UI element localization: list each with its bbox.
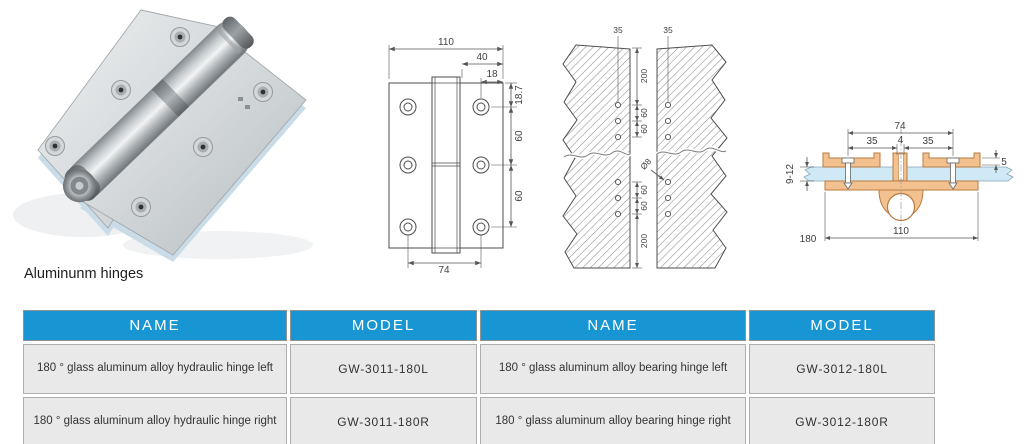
dim-35-left-label: 35 [866,136,878,147]
dim-35-right-label: 35 [922,136,934,147]
dim-35-right-label: 35 [663,25,673,35]
mounting-holes [614,101,672,218]
dim-110-label: 110 [893,226,909,237]
knuckle-details [432,77,460,253]
dim-60-label: 60 [514,190,525,202]
door-panel-left [562,44,631,269]
door-panel-right [656,44,728,269]
thickness-arrows [805,150,998,191]
product-photo [13,9,313,262]
dim-200-label: 200 [639,69,649,83]
dim-18-label: 18 [486,69,498,80]
product-model-cell: GW-3012-180R [749,397,935,444]
dim-60-label: 60 [639,124,649,134]
screw-holes [399,98,490,236]
screw-holes [45,27,273,217]
section-title: Aluminunm hinges [24,266,144,282]
dim-4-label: 4 [898,135,904,146]
glass-panel-right [906,166,1014,182]
dimension-lines [825,131,978,240]
header-name-2: NAME [480,310,746,341]
installation-drawing: 35 35 200 60 60 60 60 200 Ø8 [562,25,728,269]
dim-74-label: 74 [438,265,450,275]
dim-180-label: 180 [800,234,817,245]
dim-diameter-label: Ø8 [638,156,653,171]
dim-9-12-label: 9-12 [785,164,796,184]
dimension-lines [389,46,514,266]
dim-35-left-label: 35 [613,25,623,35]
product-name-cell: 180 ° glass aluminum alloy bearing hinge… [480,344,746,394]
product-model-cell: GW-3011-180L [290,344,477,394]
product-name-cell: 180 ° glass aluminum alloy hydraulic hin… [23,397,287,444]
dim-110-label: 110 [438,37,454,48]
section-drawing: 74 35 4 35 5 9-12 110 180 [785,121,1014,245]
product-model-cell: GW-3011-180R [290,397,477,444]
break-lines [562,146,727,159]
dim-60-label: 60 [639,201,649,211]
dim-40-label: 40 [476,52,488,63]
dim-60-label: 60 [639,108,649,118]
dim-18.7-label: 18.7 [514,85,525,105]
product-model-cell: GW-3012-180L [749,344,935,394]
header-model-2: MODEL [749,310,935,341]
product-name-cell: 180 ° glass aluminum alloy bearing hinge… [480,397,746,444]
dim-60-label: 60 [514,130,525,142]
header-name-1: NAME [23,310,287,341]
dim-74-label: 74 [894,121,906,132]
table-row: 180 ° glass aluminum alloy hydraulic hin… [23,397,935,444]
product-table: NAME MODEL NAME MODEL 180 ° glass alumin… [20,307,938,444]
knuckle-outline [431,76,461,254]
clamp-screws [841,157,960,190]
dim-5-label: 5 [1001,157,1007,168]
diameter-leader [650,169,665,181]
engraved-logo [238,97,250,109]
dim-200-label: 200 [639,234,649,248]
product-name-cell: 180 ° glass aluminum alloy hydraulic hin… [23,344,287,394]
table-row: 180 ° glass aluminum alloy hydraulic hin… [23,344,935,394]
hinge-barrel [62,16,254,203]
table-header-row: NAME MODEL NAME MODEL [23,310,935,341]
dim-60-label: 60 [639,185,649,195]
front-view-drawing: 110 40 18 18.7 60 60 74 [388,37,525,275]
header-model-1: MODEL [290,310,477,341]
